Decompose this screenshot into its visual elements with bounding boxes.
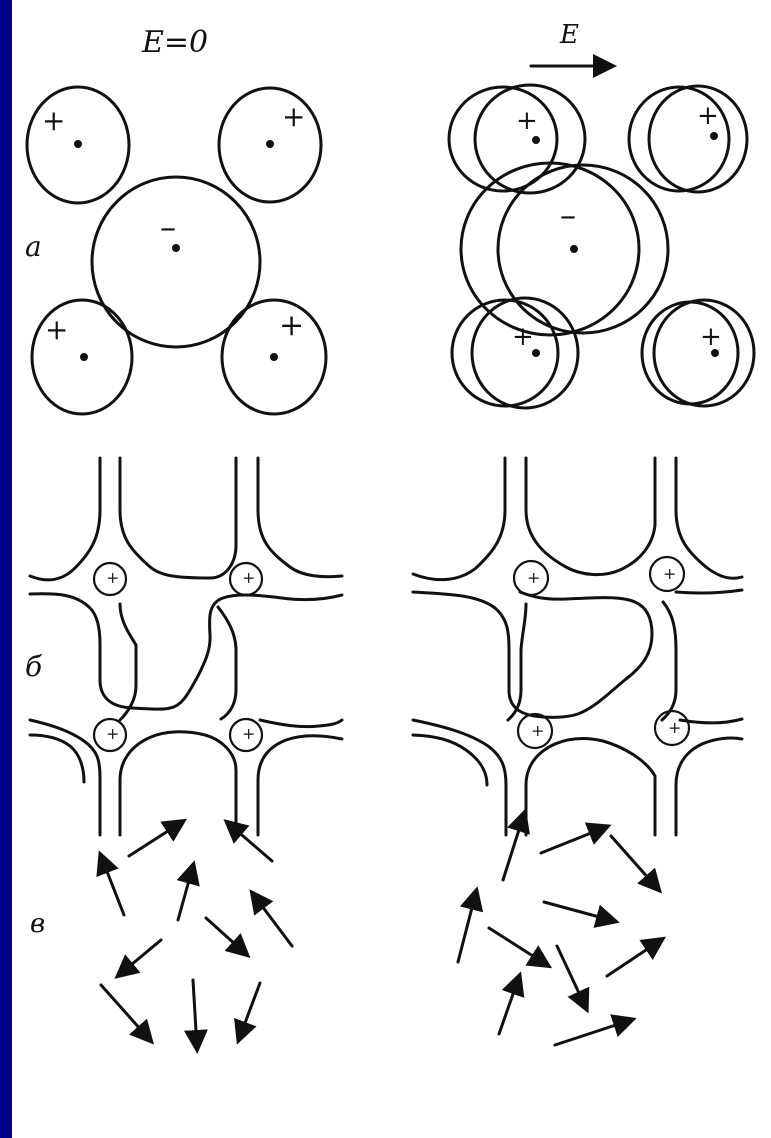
plus-sign: +: [516, 106, 538, 136]
dipole-arrow: [193, 980, 197, 1048]
dipole-arrow: [178, 866, 193, 920]
cloud-boundary: [526, 739, 655, 835]
plus-sign: +: [279, 308, 304, 343]
nucleus-dot: [532, 136, 540, 144]
minus-sign: –: [560, 196, 576, 234]
cloud-boundary: [258, 458, 342, 577]
positive-ion-shifted-top-left: [475, 85, 585, 193]
dipole-arrow: [119, 940, 161, 975]
row-b-label: б: [25, 650, 43, 683]
random-dipoles: [101, 822, 292, 1048]
cloud-boundary: [676, 590, 742, 593]
plus-sign: +: [663, 564, 676, 583]
cloud-boundary: [260, 720, 342, 727]
field-zero-label: E=0: [141, 25, 208, 60]
ion-cluster-no-field: + + – + +: [27, 87, 326, 414]
dipole-arrow: [611, 836, 658, 889]
positive-ion-original-bottom-left: [452, 300, 558, 406]
minus-sign: –: [160, 208, 176, 246]
nucleus-dot: [270, 353, 278, 361]
plus-sign: +: [527, 568, 540, 587]
cloud-boundary: [30, 594, 342, 709]
plus-sign: +: [242, 724, 255, 743]
plus-sign: +: [42, 104, 65, 137]
dipole-arrow: [458, 892, 476, 962]
nucleus-dot: [74, 140, 82, 148]
field-on-label: E: [559, 20, 579, 50]
cloud-boundary: [30, 458, 100, 580]
cloud-boundary: [680, 719, 742, 723]
plus-sign: +: [697, 101, 719, 131]
plus-sign: +: [106, 568, 119, 587]
plus-sign: +: [668, 718, 681, 737]
cloud-boundary: [526, 458, 655, 575]
nucleus-dot: [570, 245, 578, 253]
cloud-boundary: [120, 458, 236, 578]
dipole-arrow: [541, 827, 606, 853]
lattice-no-field: + + + +: [30, 458, 342, 835]
dipole-arrow: [489, 928, 547, 965]
cloud-boundary: [413, 458, 505, 580]
plus-sign: +: [282, 100, 305, 133]
lattice-with-field: + + + +: [413, 458, 742, 835]
cloud-boundary: [413, 592, 652, 717]
dipole-arrow: [239, 983, 260, 1039]
nucleus-dot: [266, 140, 274, 148]
dipole-arrow: [544, 902, 614, 921]
row-c-label: в: [30, 909, 45, 939]
row-a-label: a: [25, 230, 42, 263]
dipole-arrow: [228, 823, 272, 861]
nucleus-dot: [710, 132, 718, 140]
cloud-boundary: [30, 720, 100, 835]
plus-sign: +: [106, 724, 119, 743]
nucleus-dot: [80, 353, 88, 361]
cloud-boundary: [413, 735, 487, 785]
dipole-arrow: [607, 940, 661, 976]
dipole-arrow: [129, 822, 182, 856]
plus-sign: +: [531, 721, 544, 740]
dipole-arrow: [101, 985, 150, 1040]
plus-sign: +: [242, 568, 255, 587]
cloud-boundary: [30, 735, 84, 782]
cloud-boundary: [120, 732, 236, 835]
dipole-arrow: [499, 977, 519, 1034]
positive-ion-shifted-bottom-left: [472, 298, 578, 408]
ion-cluster-with-field: + + – + +: [449, 85, 754, 408]
plus-sign: +: [700, 322, 722, 352]
plus-sign: +: [45, 313, 68, 346]
dipole-arrow: [253, 894, 292, 946]
dipole-arrow: [206, 918, 246, 954]
negative-ion-shifted-center: [498, 165, 668, 333]
plus-sign: +: [512, 322, 534, 352]
dipole-arrow: [101, 856, 124, 915]
positive-ion-original-bottom-right: [642, 302, 738, 404]
cloud-boundary: [258, 736, 342, 835]
dipole-arrow: [557, 946, 586, 1008]
cloud-boundary: [120, 604, 236, 720]
aligned-dipoles: [458, 814, 661, 1045]
dipole-arrow: [555, 1020, 631, 1045]
cloud-boundary: [676, 738, 742, 835]
cloud-boundary: [676, 458, 742, 578]
